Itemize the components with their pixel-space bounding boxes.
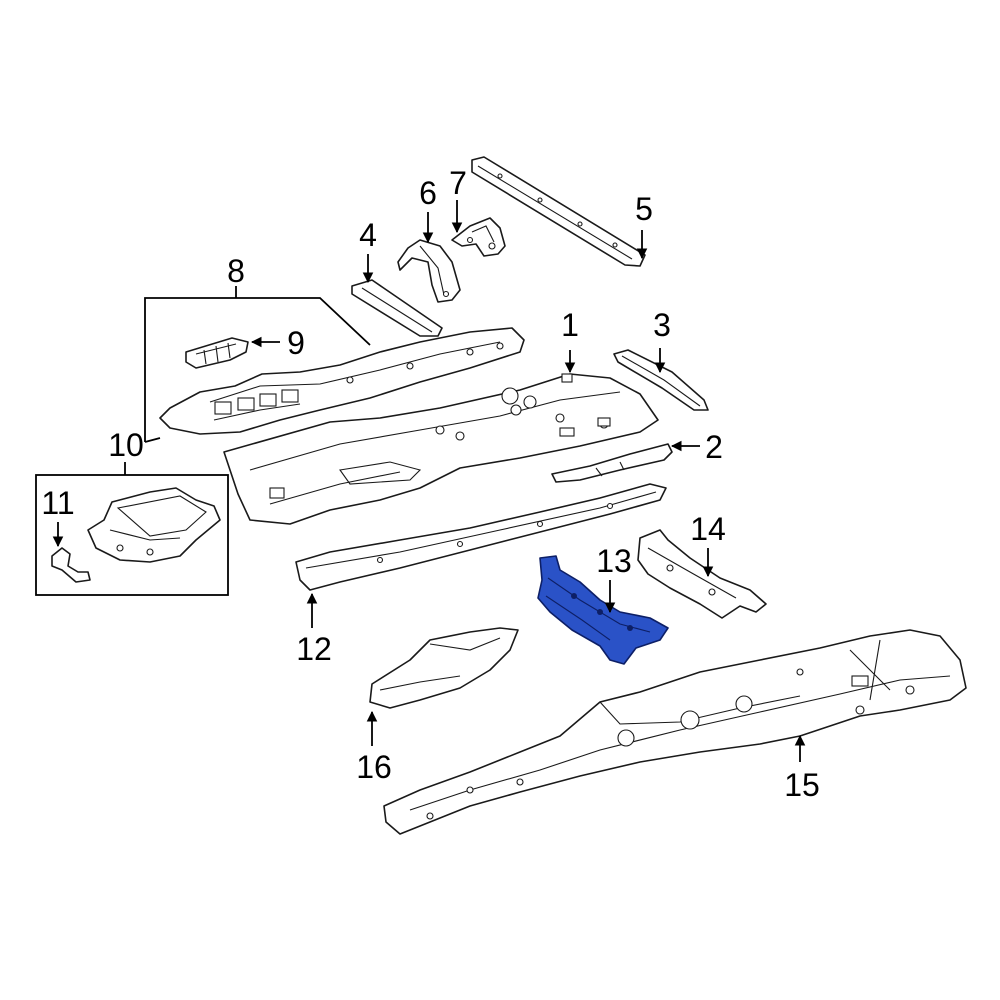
- part-15-underbody-shield[interactable]: [383, 629, 967, 835]
- part-2-crossmember[interactable]: [551, 443, 673, 483]
- callout-4: 4: [359, 217, 377, 253]
- part-9-reinforcement[interactable]: [185, 337, 249, 369]
- callout-11: 11: [41, 485, 74, 521]
- part-11-bracket[interactable]: [51, 547, 91, 583]
- callout-14: 14: [690, 511, 726, 547]
- callout-1: 1: [561, 307, 579, 343]
- callout-7: 7: [449, 165, 467, 201]
- part-14-crossmember[interactable]: [637, 529, 767, 619]
- part-4-plate[interactable]: [351, 279, 443, 337]
- callout-13: 13: [596, 543, 632, 579]
- part-13-crossmember-highlighted[interactable]: [537, 555, 669, 665]
- group-10-box: [35, 474, 229, 596]
- callout-15: 15: [784, 767, 820, 803]
- part-16-cover[interactable]: [369, 627, 519, 709]
- part-10-floor-panel-assembly[interactable]: [87, 487, 221, 563]
- part-12-rocker-reinforcement[interactable]: [295, 483, 667, 591]
- part-8-floor-pan-side[interactable]: [159, 327, 525, 435]
- callout-3: 3: [653, 307, 671, 343]
- part-7-bracket[interactable]: [451, 217, 506, 257]
- callout-5: 5: [635, 191, 653, 227]
- callout-10: 10: [108, 427, 144, 463]
- part-6-bracket[interactable]: [397, 239, 461, 303]
- group-8-bracket: [144, 297, 371, 443]
- callout-16: 16: [356, 749, 392, 785]
- callout-8: 8: [227, 253, 245, 289]
- callout-12: 12: [296, 631, 332, 667]
- callout-9: 9: [287, 325, 305, 361]
- callout-6: 6: [419, 175, 437, 211]
- part-3-side-member[interactable]: [613, 349, 709, 411]
- part-5-reinforcement-strip[interactable]: [471, 156, 646, 267]
- part-1-floor-pan[interactable]: [223, 373, 659, 525]
- callout-2: 2: [705, 429, 723, 465]
